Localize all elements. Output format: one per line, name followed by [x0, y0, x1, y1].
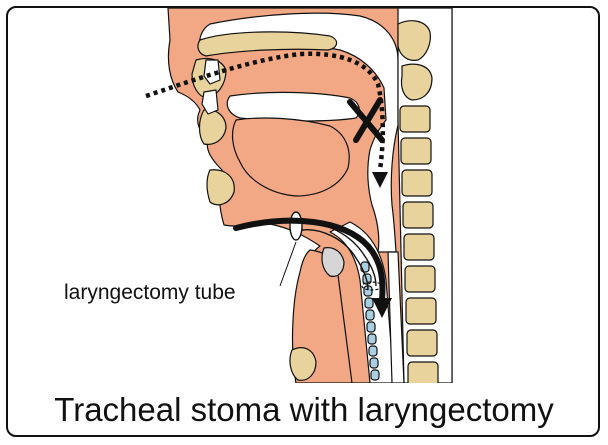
oral-cavity	[227, 92, 359, 121]
sagittal-head-neck-illustration	[8, 8, 598, 383]
diagram-caption: Tracheal stoma with laryngectomy	[0, 393, 608, 426]
laryngectomy-tube-label: laryngectomy tube	[64, 282, 236, 303]
tube-label-leader	[280, 242, 296, 286]
clavicle	[290, 348, 316, 381]
